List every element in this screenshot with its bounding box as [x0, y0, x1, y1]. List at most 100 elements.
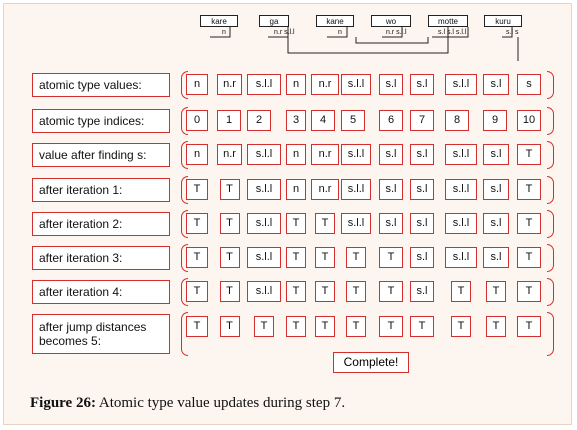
value-cell: n: [186, 74, 208, 95]
value-cell: T: [486, 316, 506, 337]
value-cell: T: [219, 179, 240, 200]
value-cell: n: [286, 144, 306, 165]
row-label: after jump distances becomes 5:: [32, 314, 170, 354]
value-cell: 0: [186, 110, 208, 131]
value-cell: s.l.l: [341, 179, 371, 200]
row-bracket-right: [547, 278, 554, 306]
row-bracket-right: [547, 312, 554, 356]
value-cell: n: [186, 144, 208, 165]
value-cell: T: [315, 316, 335, 337]
value-cell: s.l: [379, 179, 403, 200]
word-tags: s.l s.l s.l.l: [438, 29, 467, 36]
value-cell: 8: [445, 110, 469, 131]
value-cell: s.l: [379, 74, 403, 95]
value-cell: 2: [247, 110, 271, 131]
value-cell: T: [346, 281, 366, 302]
value-cell: 3: [286, 110, 306, 131]
value-cell: T: [315, 247, 335, 268]
value-cell: T: [346, 316, 366, 337]
word-box: kuru: [484, 15, 522, 27]
value-cell: n: [286, 179, 306, 200]
row-bracket-left: [181, 107, 188, 135]
value-cell: T: [286, 247, 306, 268]
value-cell: s.l.l: [445, 213, 477, 234]
complete-badge: Complete!: [333, 352, 409, 373]
value-cell: T: [517, 179, 541, 200]
value-cell: s.l: [410, 74, 434, 95]
row-bracket-right: [547, 141, 554, 169]
value-cell: T: [219, 281, 240, 302]
value-cell: T: [379, 247, 403, 268]
value-cell: T: [286, 316, 306, 337]
value-cell: T: [346, 247, 366, 268]
figure-caption: Figure 26: Atomic type value updates dur…: [30, 395, 345, 412]
value-cell: s.l.l: [247, 144, 281, 165]
value-cell: s.l: [483, 213, 509, 234]
row-bracket-left: [181, 141, 188, 169]
caption-text: Atomic type value updates during step 7.: [95, 395, 346, 411]
value-cell: s.l.l: [247, 281, 281, 302]
value-cell: s.l.l: [247, 247, 281, 268]
value-cell: s.l.l: [445, 74, 477, 95]
word-tags: s.l s: [506, 29, 519, 36]
value-cell: s.l.l: [247, 213, 281, 234]
value-cell: T: [517, 316, 541, 337]
row-bracket-left: [181, 278, 188, 306]
value-cell: 7: [410, 110, 434, 131]
row-bracket-left: [181, 210, 188, 238]
row-bracket-left: [181, 244, 188, 272]
word-tags: n.r s.l.l: [274, 29, 295, 36]
value-cell: 9: [483, 110, 507, 131]
value-cell: T: [186, 179, 208, 200]
value-cell: s.l: [410, 281, 434, 302]
row-bracket-right: [547, 71, 554, 99]
value-cell: T: [219, 247, 240, 268]
value-cell: s.l.l: [445, 144, 477, 165]
value-cell: T: [451, 281, 471, 302]
word-tags: n: [338, 29, 342, 36]
value-cell: 5: [341, 110, 365, 131]
value-cell: 10: [517, 110, 541, 131]
row-bracket-left: [181, 312, 188, 356]
row-bracket-right: [547, 176, 554, 204]
value-cell: T: [379, 281, 403, 302]
value-cell: T: [517, 247, 541, 268]
value-cell: T: [451, 316, 471, 337]
value-cell: T: [517, 144, 541, 165]
value-cell: s.l: [379, 144, 403, 165]
caption-prefix: Figure 26:: [30, 395, 96, 411]
value-cell: n.r: [311, 179, 339, 200]
row-label: value after finding s:: [32, 143, 170, 167]
value-cell: T: [254, 316, 274, 337]
value-cell: s.l.l: [247, 74, 281, 95]
value-cell: s.l.l: [445, 179, 477, 200]
value-cell: T: [517, 281, 541, 302]
value-cell: 1: [217, 110, 241, 131]
row-bracket-right: [547, 244, 554, 272]
value-cell: T: [286, 281, 306, 302]
value-cell: s.l: [410, 179, 434, 200]
word-box: kare: [200, 15, 238, 27]
row-label: after iteration 1:: [32, 178, 170, 202]
value-cell: s.l.l: [341, 213, 371, 234]
value-cell: n.r: [217, 144, 242, 165]
row-bracket-left: [181, 71, 188, 99]
value-cell: T: [186, 281, 208, 302]
row-bracket-right: [547, 210, 554, 238]
word-box: ga: [259, 15, 289, 27]
value-cell: 4: [311, 110, 335, 131]
value-cell: s.l: [379, 213, 403, 234]
word-tags: n: [222, 29, 226, 36]
row-label: atomic type indices:: [32, 109, 170, 133]
value-cell: T: [379, 316, 403, 337]
value-cell: s.l: [483, 74, 509, 95]
value-cell: T: [315, 213, 335, 234]
word-box: motte: [428, 15, 468, 27]
value-cell: T: [315, 281, 335, 302]
row-bracket-right: [547, 107, 554, 135]
row-label: atomic type values:: [32, 73, 170, 97]
value-cell: T: [186, 247, 208, 268]
row-label: after iteration 3:: [32, 246, 170, 270]
value-cell: T: [186, 316, 208, 337]
